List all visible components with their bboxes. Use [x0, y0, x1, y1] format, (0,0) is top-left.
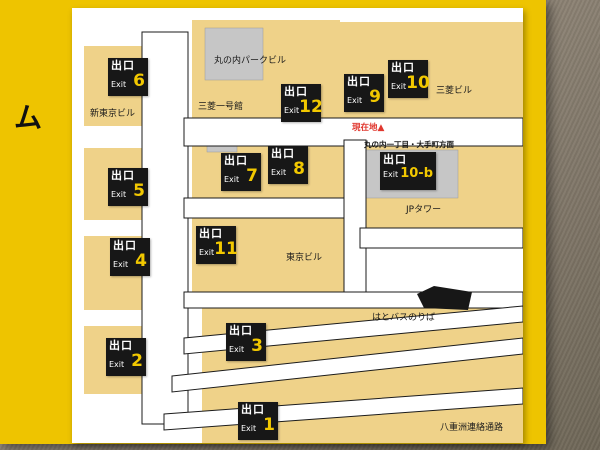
exit-jp-text: 出口: [113, 239, 137, 252]
frame-side-text: ム: [14, 101, 43, 134]
exit-number: 8: [293, 159, 305, 180]
exit-number: 11: [214, 239, 238, 260]
exit-en-text: Exit: [284, 105, 300, 115]
direction-label: 丸の内一丁目・大手町方面: [364, 140, 454, 149]
exit-number: 5: [133, 181, 145, 202]
exit-jp-text: 出口: [111, 59, 135, 72]
exit-box-4: 出口 Exit 4: [110, 238, 150, 276]
label-yaesu-passage: 八重洲連絡通路: [440, 423, 504, 433]
exit-box-6: 出口 Exit 6: [108, 58, 148, 96]
exit-number: 10-b: [400, 166, 433, 182]
exit-jp-text: 出口: [284, 85, 308, 98]
label-mitsubishi-bldg: 三菱ビル: [436, 86, 473, 96]
exit-jp-text: 出口: [109, 339, 133, 352]
label-shin-tokyo-bldg: 新東京ビル: [90, 109, 136, 119]
exit-box-7: 出口 Exit 7: [221, 153, 261, 191]
exit-en-text: Exit: [241, 423, 257, 433]
exit-en-text: Exit: [383, 170, 399, 180]
exit-en-text: Exit: [111, 79, 127, 89]
current-location-marker: 現在地▲: [352, 121, 384, 133]
exit-number: 1: [263, 415, 275, 436]
label-tokyo-bldg: 東京ビル: [286, 253, 323, 263]
exit-number: 7: [246, 166, 258, 187]
exit-en-text: Exit: [391, 81, 407, 91]
exit-jp-text: 出口: [229, 324, 253, 337]
exit-en-text: Exit: [111, 189, 127, 199]
exit-box-1: 出口 Exit 1: [238, 402, 278, 440]
exit-number: 10: [406, 73, 430, 94]
exit-en-text: Exit: [113, 259, 129, 269]
exit-en-text: Exit: [271, 167, 287, 177]
label-marunouchi-park-bldg: 丸の内パークビル: [213, 56, 287, 66]
exit-jp-text: 出口: [224, 154, 248, 167]
label-jp-tower: JPタワー: [406, 205, 442, 215]
exit-number: 2: [131, 351, 143, 372]
exit-number: 6: [133, 71, 145, 92]
exit-en-text: Exit: [347, 95, 363, 105]
exit-jp-text: 出口: [383, 153, 407, 166]
label-hato-bus-stop: はとバスのりば: [372, 313, 436, 323]
exit-map-panel: 丸の内パークビル 新東京ビル 三菱一号館 三菱ビル JPタワー 東京ビル はとバ…: [72, 8, 523, 443]
exit-box-9: 出口 Exit 9: [344, 74, 384, 112]
exit-box-3: 出口 Exit 3: [226, 323, 266, 361]
exit-en-text: Exit: [109, 359, 125, 369]
exit-number: 9: [369, 87, 381, 108]
exit-box-2: 出口 Exit 2: [106, 338, 146, 376]
landmark-black-shape: [417, 286, 472, 310]
exit-number: 3: [251, 336, 263, 357]
exit-jp-text: 出口: [347, 75, 371, 88]
exit-number: 12: [299, 97, 323, 118]
current-location-text: 現在地: [352, 123, 378, 133]
exit-box-8: 出口 Exit 8: [268, 146, 308, 184]
exit-jp-text: 出口: [111, 169, 135, 182]
roads: [141, 31, 523, 431]
current-location-triangle-icon: ▲: [377, 123, 385, 133]
exit-number: 4: [135, 251, 147, 272]
exit-en-text: Exit: [224, 174, 240, 184]
exit-jp-text: 出口: [391, 61, 415, 74]
label-mitsubishi-ichigokan: 三菱一号館: [198, 102, 244, 112]
exit-jp-text: 出口: [271, 147, 295, 160]
exit-en-text: Exit: [229, 344, 245, 354]
exit-jp-text: 出口: [199, 227, 223, 240]
exit-box-5: 出口 Exit 5: [108, 168, 148, 206]
exit-en-text: Exit: [199, 247, 215, 257]
exit-jp-text: 出口: [241, 403, 265, 416]
